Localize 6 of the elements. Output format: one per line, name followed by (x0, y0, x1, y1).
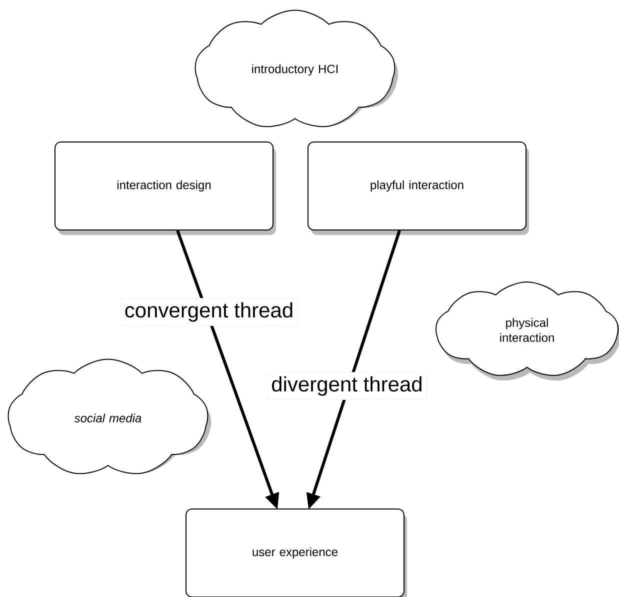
process-box: interaction design (54, 142, 274, 230)
process-box: user experience (186, 508, 404, 597)
edge-label: convergent thread (120, 298, 298, 326)
edge-label: divergent thread (266, 372, 428, 400)
node-label: physical interaction (500, 318, 554, 342)
process-box: playful interaction (308, 142, 526, 230)
